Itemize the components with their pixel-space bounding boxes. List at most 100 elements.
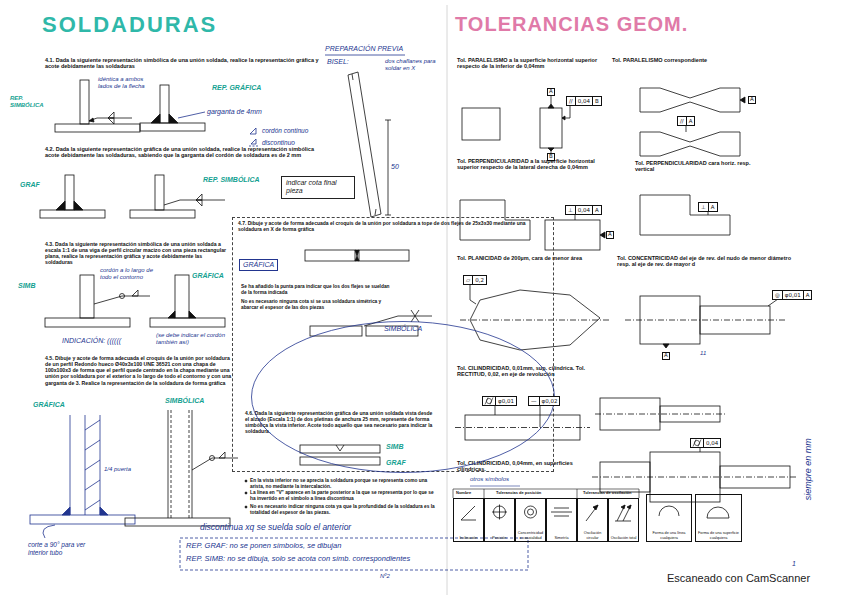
tube-plate-symbolic <box>168 410 169 518</box>
handwritten-note: cordón continuo <box>262 127 332 135</box>
tolerance-symbols <box>593 505 598 510</box>
stepped-shaft <box>625 320 785 321</box>
tolerance-symbols <box>621 505 625 509</box>
table-header: Nombre <box>456 491 481 496</box>
tolerance-symbols <box>461 506 476 520</box>
butt-weld-symbolic <box>411 310 419 322</box>
tolerance-frame: //0,04B <box>566 96 602 106</box>
bevel-bar <box>325 55 405 56</box>
t-joint-symbolic <box>130 210 195 218</box>
dashed-bracket <box>180 538 528 570</box>
tolerance-frame-text: — <box>529 397 539 405</box>
round-bar-graphic <box>189 311 196 318</box>
cylindrical-shaft <box>595 414 725 415</box>
bullet-dots <box>245 492 247 494</box>
handwritten-note: discontinua xq se suelda solo el anterio… <box>200 522 445 532</box>
symbol-table <box>639 489 640 498</box>
t-joint-symbolic <box>196 194 202 200</box>
dimension-value: 50 <box>391 163 405 171</box>
tolerance-frame-text: A <box>686 117 695 125</box>
tolerance-frame-text: 0,04 <box>575 97 592 105</box>
symbol-cell-text: Forma de una línea cualquiera <box>648 531 690 540</box>
butt-weld-graphic <box>355 256 359 261</box>
t-joint-graphic <box>140 123 205 131</box>
round-bar-symbolic <box>94 296 150 304</box>
symbol-cell: Oscilación circular <box>577 498 608 542</box>
plates-elevation <box>300 457 380 465</box>
tolerance-symbols <box>659 506 679 516</box>
handwritten-tag: GRÁFICA <box>192 272 232 280</box>
symbol-cell-text: Oscilación circular <box>579 531 606 540</box>
cylindrical-shaft <box>455 427 590 428</box>
symbol-cell: Oscilación total <box>608 498 639 542</box>
datum-box: A <box>547 88 555 96</box>
tolerance-frame-text: A <box>708 203 717 211</box>
datum-box-text: A <box>664 353 668 359</box>
t-joint-symbolic <box>108 118 114 124</box>
butt-weld-graphic <box>305 250 355 261</box>
printed-note: Se ha añadido la punta para indicar que … <box>241 284 391 295</box>
datum-box-text: A <box>608 232 612 238</box>
symbol-table <box>484 489 485 498</box>
flatness-part <box>470 284 476 304</box>
symbol-table <box>577 489 578 498</box>
symbol-table <box>453 486 639 498</box>
weld-symbol-key <box>251 139 256 144</box>
symbol-cell: Inclinación <box>453 498 484 542</box>
t-joint-graphic <box>140 85 205 131</box>
cloud-outline-text: SIMBÓLICA <box>258 325 548 333</box>
tolerance-statement: Tol. PERPENDICULARIDAD a la superficie h… <box>457 158 607 171</box>
note-box-text: indicar cota final pieza <box>286 179 350 196</box>
bevel-bar <box>325 55 405 217</box>
bevel-bar <box>388 120 389 215</box>
tolerance-symbols <box>707 507 729 518</box>
handwritten-tag: REP. SIMBÓLICA <box>203 176 278 184</box>
tube-cutaway-sketch <box>62 507 70 515</box>
scanner-watermark: Escaneado con CamScanner <box>667 572 837 585</box>
tube-plate-symbolic <box>210 456 215 461</box>
symbol-cell: Forma de una superficie cualquiera <box>695 494 742 542</box>
t-joint-symbolic <box>196 200 202 206</box>
round-bar-graphic <box>150 318 225 327</box>
t-joint-symbolic <box>155 175 164 210</box>
datum-box-text: A <box>549 89 553 95</box>
page-number: 1 <box>792 560 800 568</box>
symbol-cell: Simetría <box>546 498 577 542</box>
plates-elevation <box>300 445 380 453</box>
tolerance-frame-text: // <box>678 117 686 125</box>
symbol-cell-text: Inclinación <box>455 536 482 540</box>
tolerance-symbols <box>525 506 537 518</box>
tolerance-frame: φ0,01 <box>482 396 517 406</box>
t-joint-graphic <box>169 114 178 123</box>
t-joint-symbolic <box>55 124 140 132</box>
tolerance-statement: Tol. PLANICIDAD de 200µm, cara de menor … <box>457 255 597 261</box>
tolerance-statement: Tol. CONCENTRICIDAD del eje de rev. del … <box>617 255 797 268</box>
tolerance-statement: Tol. PARALELISMO a la superficie horizon… <box>457 57 607 70</box>
question-box-text: 4.7. Dibuje y acote de forma adecuada el… <box>238 221 548 233</box>
t-joint-symbolic <box>108 112 114 118</box>
cylindrical-shaft <box>455 398 725 440</box>
page-number: Nº2 <box>380 573 400 580</box>
label-box-text: GRÁFICA <box>243 261 274 269</box>
section-title: TOLERANCIAS GEOM. <box>455 14 715 34</box>
tolerance-frame-text: φ0,02 <box>539 397 560 405</box>
tolerance-frame-text: // <box>567 97 575 105</box>
handwritten-note: 1/4 puerta <box>104 466 144 473</box>
handwritten-note: REP. GRAF: no se ponen símbolos, se dibu… <box>186 542 486 551</box>
round-bar-symbolic <box>45 318 130 327</box>
butt-weld-graphic <box>359 250 409 261</box>
tolerance-frame-text: ▱ <box>464 276 472 284</box>
tolerance-statement: Tol. PERPENDICULARIDAD cara horiz. resp.… <box>635 160 760 173</box>
tolerance-frame: ▱0,2 <box>463 275 487 285</box>
tube-plate-symbolic <box>192 410 193 518</box>
symbol-table <box>453 489 639 490</box>
round-bar-symbolic <box>132 290 138 296</box>
tolerance-symbols <box>615 505 631 521</box>
cylindrical-shaft <box>540 405 541 427</box>
butt-weld-graphic <box>305 250 409 261</box>
symbol-cell: Forma de una línea cualquiera <box>646 494 692 542</box>
round-bar-symbolic <box>80 275 94 318</box>
tolerance-frame: //A <box>677 116 695 126</box>
parallel-part <box>548 104 554 108</box>
